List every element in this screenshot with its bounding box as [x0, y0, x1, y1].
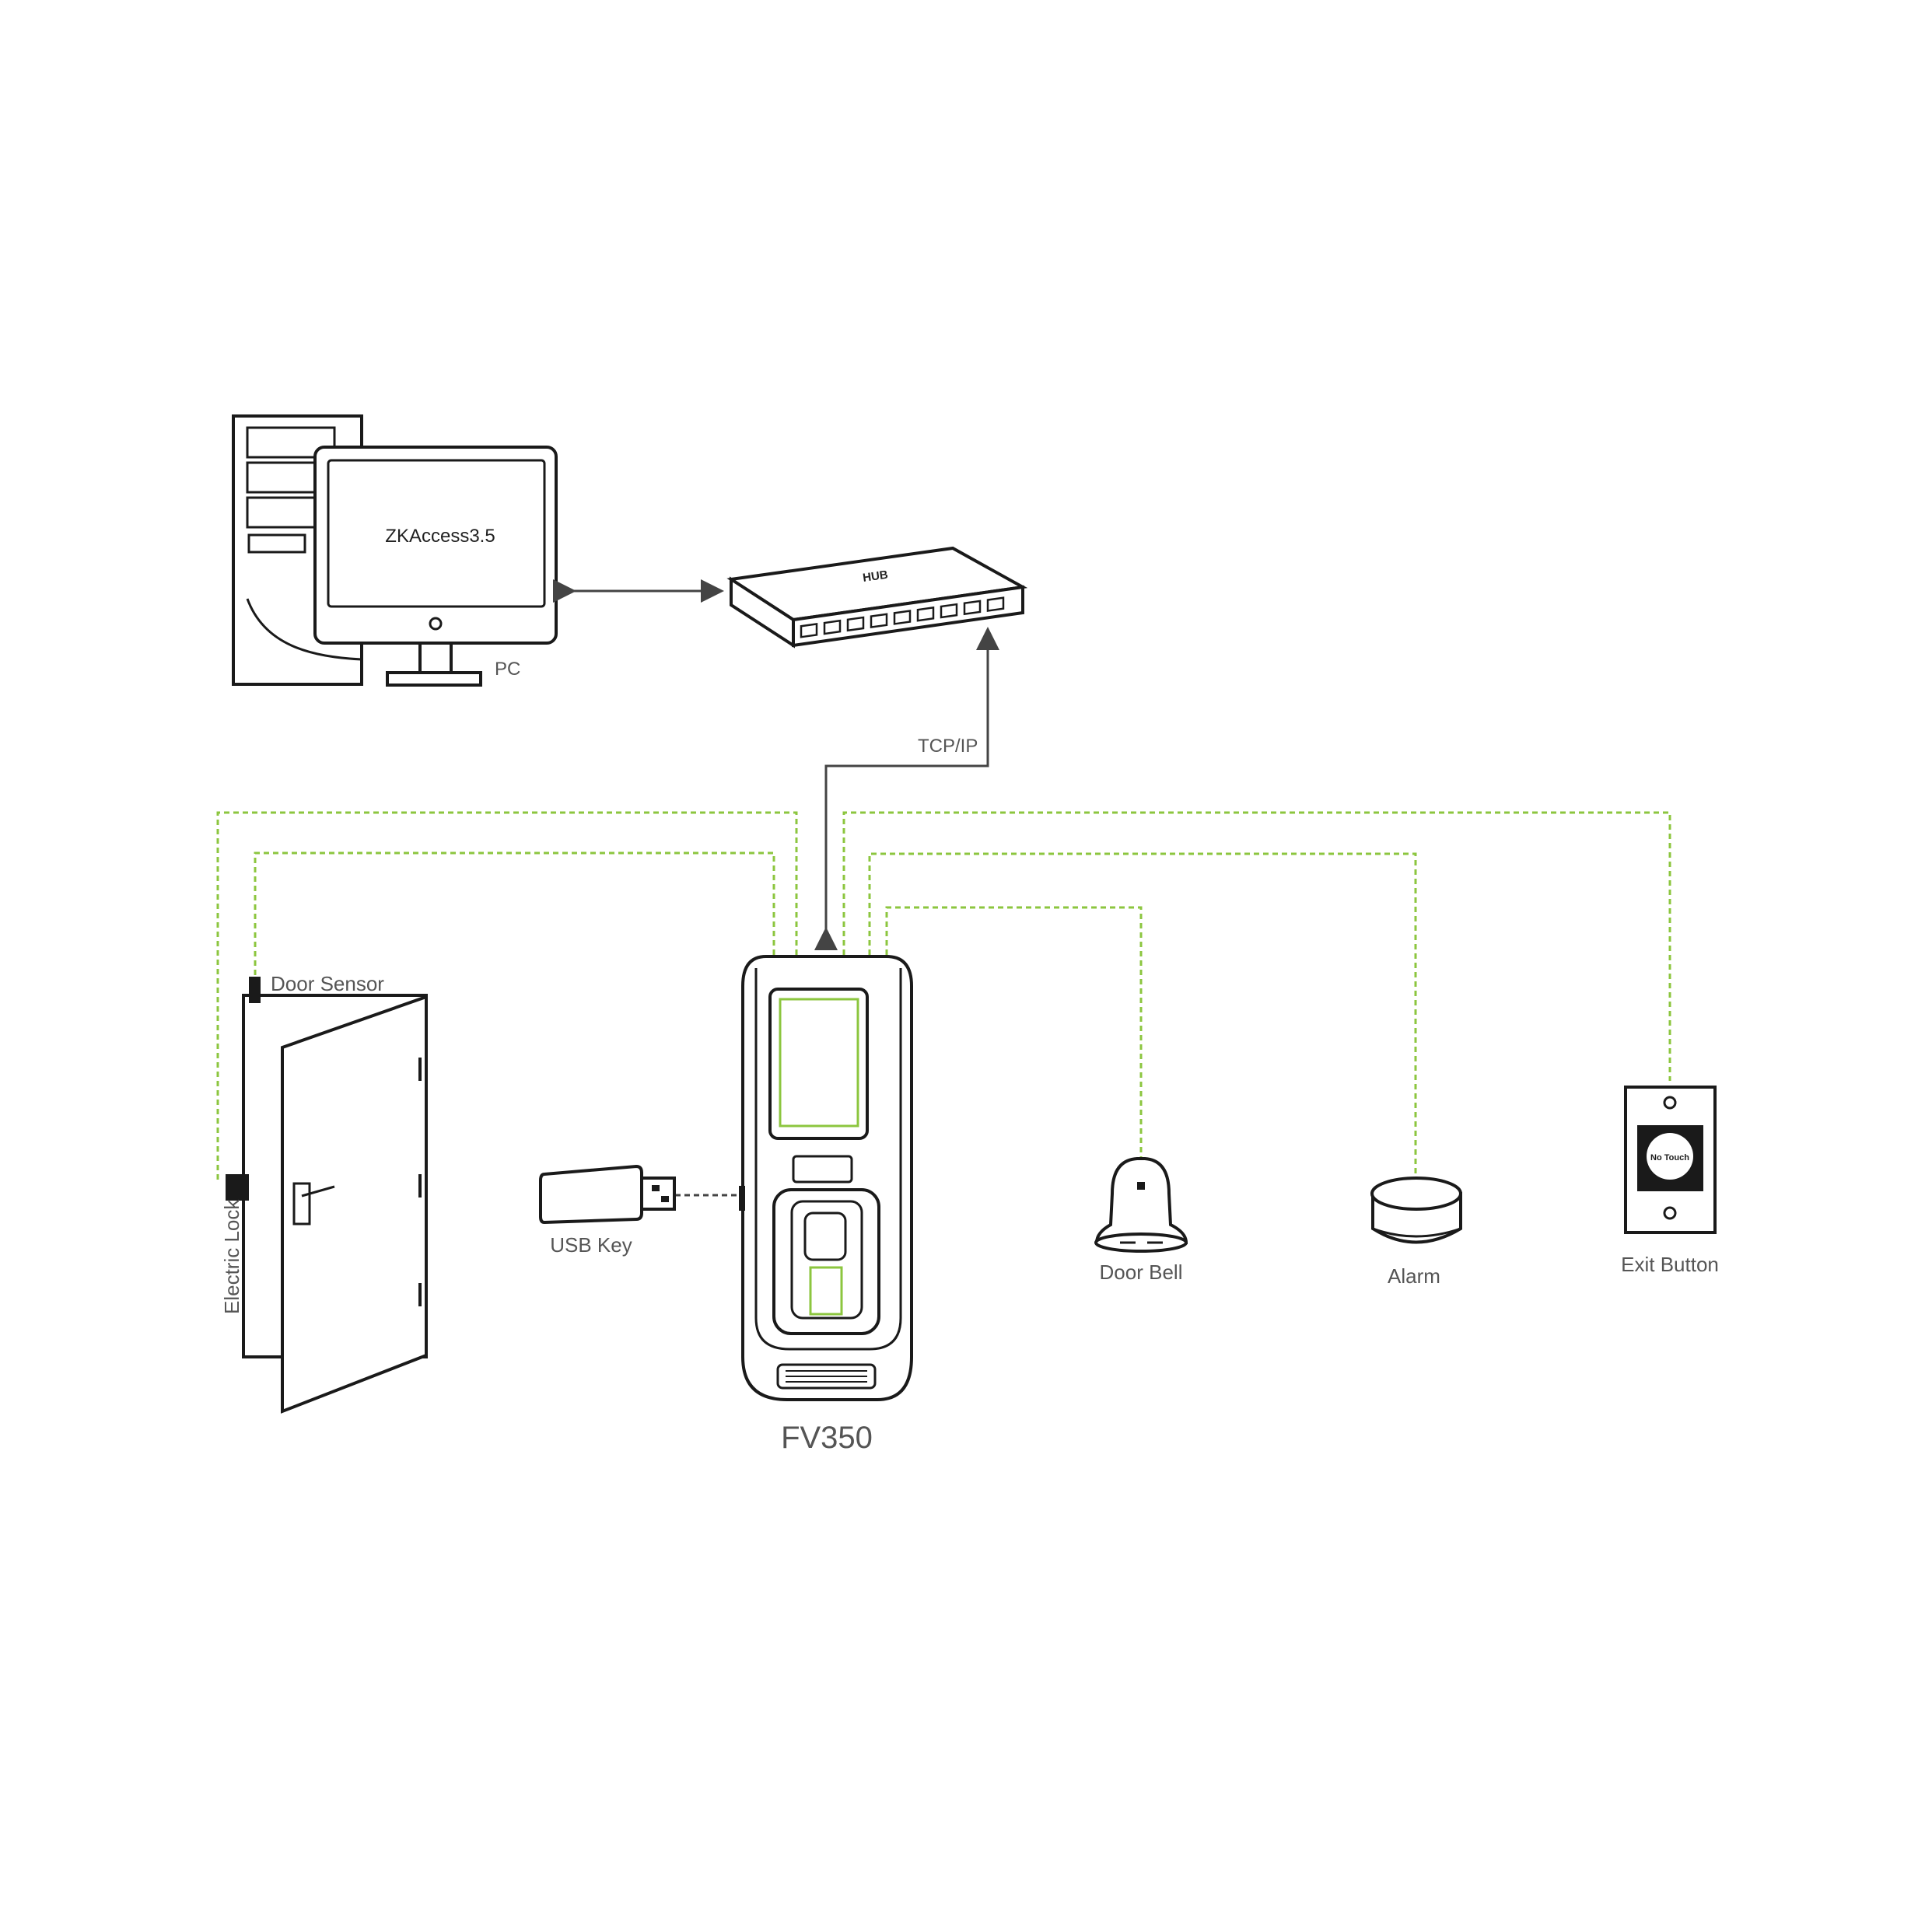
door-bell-icon: [1094, 1157, 1188, 1253]
pc-monitor: [313, 446, 558, 687]
usb-key-label: USB Key: [550, 1233, 632, 1257]
door-sensor-label: Door Sensor: [271, 972, 384, 995]
electric-lock-label: Electric Lock: [220, 1199, 243, 1314]
wire-door-sensor: [254, 851, 775, 980]
exit-button-exit-text: EXIT: [1657, 1191, 1682, 1205]
electric-lock-icon: [226, 1174, 249, 1201]
fv350-finger-scanner: [809, 1266, 843, 1316]
fv350-label: FV350: [781, 1421, 873, 1455]
wire-electric-lock: [216, 811, 798, 1182]
pc-label: PC: [495, 659, 520, 680]
door-bell-label: Door Bell: [1100, 1260, 1183, 1284]
usb-key-icon: [539, 1164, 676, 1225]
wiring: [216, 811, 1671, 1197]
alarm-label: Alarm: [1388, 1264, 1440, 1288]
alarm-icon: [1370, 1177, 1462, 1244]
exit-button-icon[interactable]: [1624, 1086, 1717, 1234]
exit-button-label: Exit Button: [1621, 1253, 1719, 1276]
tcpip-link: [814, 627, 999, 950]
tcpip-label: TCP/IP: [918, 736, 978, 757]
network-hub: [726, 546, 1028, 649]
wire-exit-button: [842, 811, 1671, 1081]
pc-screen-text: ZKAccess3.5: [385, 526, 495, 547]
fv350-device: [739, 955, 913, 1401]
wire-door-bell: [885, 906, 1143, 1159]
fv350-screen: [779, 998, 859, 1128]
door: [242, 994, 428, 1414]
wire-alarm: [868, 852, 1417, 1174]
hub-label: HUB: [862, 568, 889, 585]
exit-button-face-text: No Touch: [1650, 1153, 1689, 1163]
door-sensor-icon: [249, 977, 261, 1003]
